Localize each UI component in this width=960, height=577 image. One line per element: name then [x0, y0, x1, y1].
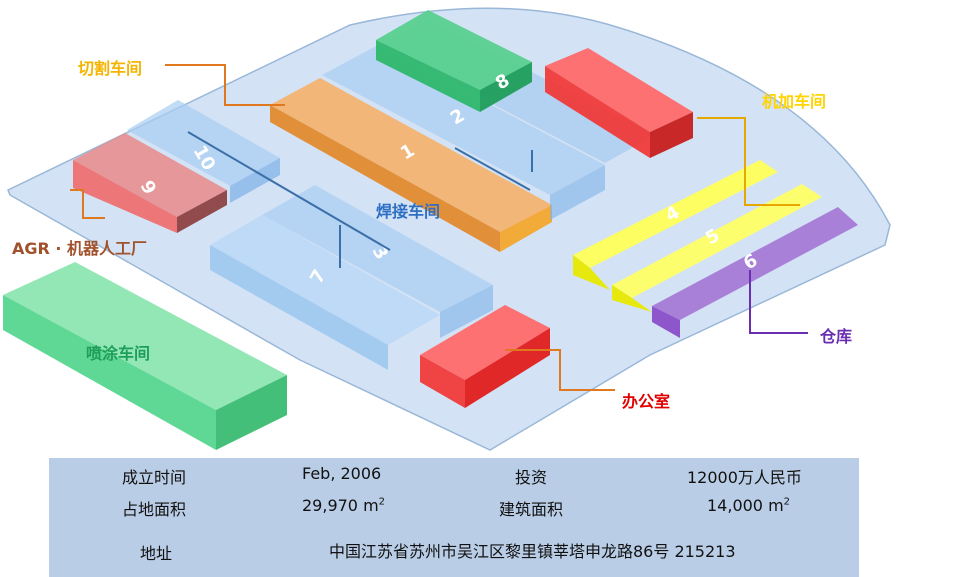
address-label: 地址 [140, 544, 173, 563]
callout-lines [70, 64, 808, 391]
building-area-label: 建筑面积 [499, 500, 564, 519]
building-2 [322, 45, 605, 220]
label-agr-factory: AGR · 机器人工厂 [12, 239, 148, 258]
label-office: 办公室 [622, 392, 671, 411]
weld-line-b [454, 147, 531, 191]
building-6 [652, 207, 858, 338]
investment-value: 12000万人民币 [687, 468, 802, 487]
office-building [420, 305, 550, 408]
land-area-value: 29,970 m [302, 496, 379, 515]
cutting-callout [165, 64, 285, 106]
label-painting-shop: 喷涂车间 [86, 344, 151, 363]
label-machining-shop: 机加车间 [762, 92, 827, 111]
company-info-table: 成立时间 Feb, 2006 投资 12000万人民币 占地面积 29,970 … [49, 458, 859, 577]
green-block-top [376, 10, 532, 112]
building-5 [612, 184, 822, 312]
machining-callout [697, 117, 800, 206]
established-label: 成立时间 [122, 468, 187, 487]
building-area-unit: 2 [783, 496, 791, 508]
warehouse-callout [749, 270, 808, 334]
land-area-field: 29,970 m2 [302, 496, 385, 515]
address-value: 中国江苏省苏州市吴江区黎里镇莘塔申龙路86号 215213 [329, 542, 736, 561]
building-area-field: 14,000 m2 [707, 496, 790, 515]
agr-callout [70, 189, 105, 219]
painting-shop-building [3, 262, 287, 450]
label-warehouse: 仓库 [820, 327, 853, 346]
land-area-unit: 2 [378, 496, 386, 508]
building-4 [573, 160, 778, 290]
building-8 [262, 185, 493, 338]
building-1 [270, 78, 552, 252]
label-welding-shop: 焊接车间 [376, 202, 441, 221]
office-callout [505, 349, 615, 391]
building-7 [210, 215, 440, 370]
building-9 [73, 133, 227, 233]
land-area-label: 占地面积 [122, 500, 187, 519]
established-value: Feb, 2006 [302, 464, 382, 483]
building-area-value: 14,000 m [707, 496, 784, 515]
label-cutting-shop: 切割车间 [78, 59, 143, 78]
weld-line-a [187, 131, 391, 251]
investment-label: 投资 [515, 468, 548, 487]
machining-red-block [545, 48, 693, 158]
